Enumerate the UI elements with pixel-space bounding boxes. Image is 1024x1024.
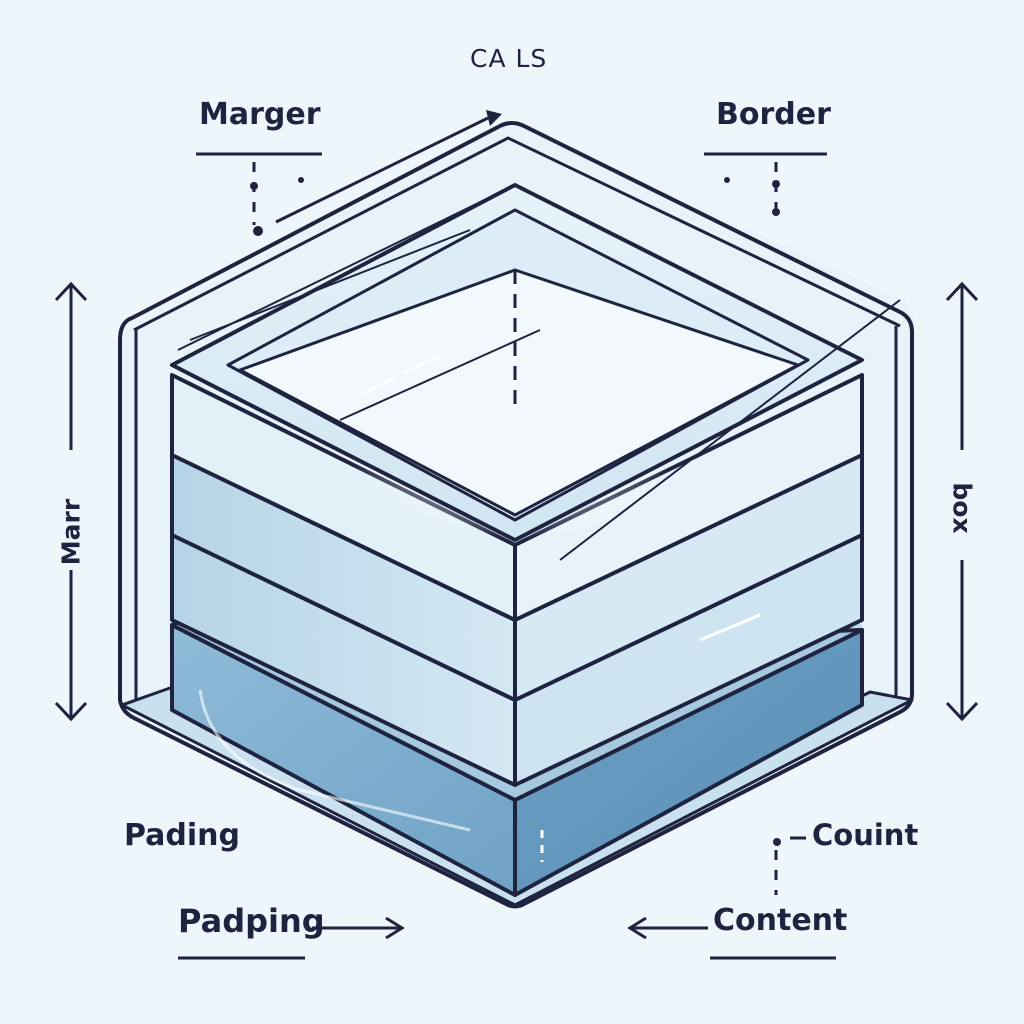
border-frame [170, 183, 901, 642]
padding-label: Pading [124, 818, 241, 853]
diagram-title: CA LS [470, 44, 548, 73]
count-annotation [773, 836, 806, 895]
content-bottom-annotation [627, 916, 836, 960]
border-annotation [704, 152, 827, 216]
count-label: Couint [812, 818, 919, 852]
left-side-label: Marr [56, 498, 86, 566]
border-label: Border [716, 97, 831, 132]
left-height-arrow [54, 281, 88, 722]
padding-bottom-label: Padping [178, 902, 325, 940]
right-side-label: box [947, 482, 977, 534]
content-label: Content [713, 903, 848, 938]
right-height-arrow [945, 281, 979, 722]
margin-label: Marger [199, 97, 321, 132]
padding-bottom-annotation [178, 916, 405, 960]
margin-annotation [196, 110, 502, 236]
